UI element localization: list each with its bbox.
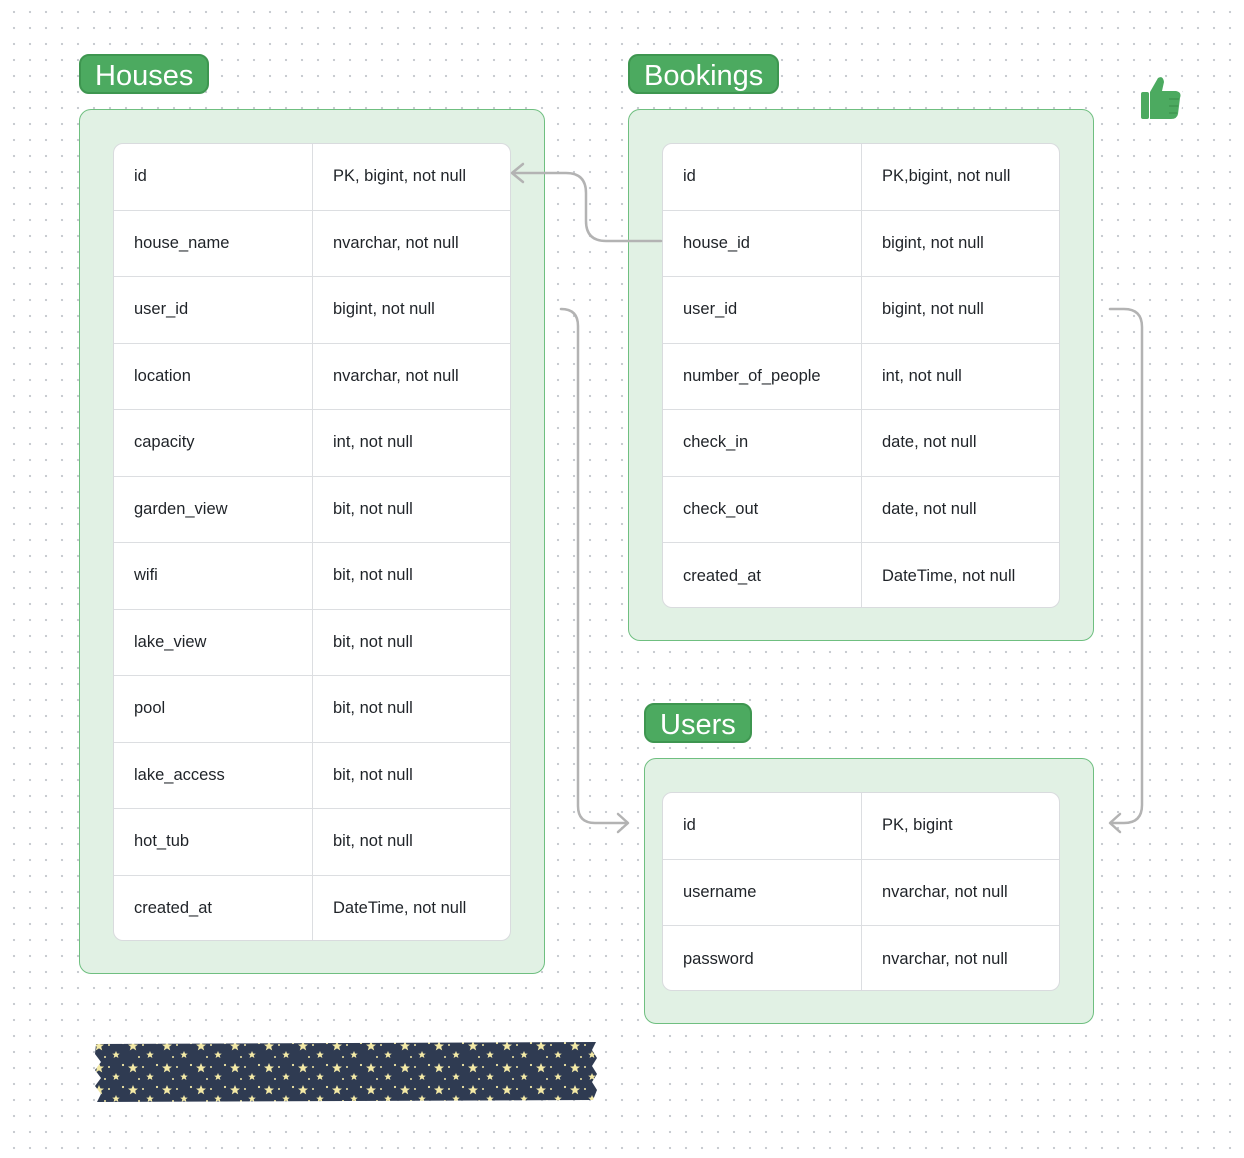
bookings-title: Bookings [628,54,780,94]
field-name: house_name [114,210,313,276]
field-name: user_id [114,277,313,343]
table-row: garden_view bit, not null [114,476,510,543]
table-row: wifi bit, not null [114,543,510,610]
field-type: nvarchar, not null [882,949,1008,968]
arrowhead-house-user [616,812,630,834]
table-row: location nvarchar, not null [114,343,510,410]
field-type: bit, not null [333,566,413,585]
field-name: id [663,793,862,859]
field-name: house_id [663,210,862,276]
table-row: capacity int, not null [114,410,510,477]
table-row: created_at DateTime, not null [114,875,510,940]
arrowhead-booking-user [1108,812,1122,834]
field-name: user_id [663,277,862,343]
bookings-table: id PK,bigint, not null house_id bigint, no… [662,143,1060,608]
field-type: DateTime, not null [882,566,1016,585]
field-type: bigint, not null [882,233,984,252]
field-name: number_of_people [663,343,862,409]
field-name: wifi [114,543,313,609]
field-name: lake_view [114,609,313,675]
users-title: Users [644,703,752,743]
table-row: username nvarchar, not null [663,859,1059,926]
field-type: PK, bigint, not null [333,167,466,186]
field-type: DateTime, not null [333,899,467,918]
field-name: lake_access [114,742,313,808]
field-name: username [663,859,862,925]
thumbs-up-icon [1138,74,1184,122]
field-name: check_out [663,476,862,542]
field-name: password [663,926,862,990]
field-name: location [114,343,313,409]
table-row: check_in date, not null [663,410,1059,477]
field-type: nvarchar, not null [333,233,459,252]
field-type: bit, not null [333,765,413,784]
star-tape-decoration [95,1042,597,1102]
field-name: pool [114,676,313,742]
field-name: capacity [114,410,313,476]
field-name: id [663,144,862,210]
field-type: bigint, not null [333,300,435,319]
field-name: garden_view [114,476,313,542]
field-type: bit, not null [333,699,413,718]
field-type: nvarchar, not null [882,882,1008,901]
field-name: check_in [663,410,862,476]
table-row: id PK, bigint, not null [114,144,510,211]
connector-house-user [559,307,629,825]
field-type: int, not null [882,366,962,385]
field-type: date, not null [882,499,977,518]
bookings-panel: id PK,bigint, not null house_id bigint, no… [628,109,1094,641]
table-row: house_id bigint, not null [663,210,1059,277]
table-row: password nvarchar, not null [663,926,1059,990]
field-type: bit, not null [333,632,413,651]
field-type: date, not null [882,433,977,452]
table-row: check_out date, not null [663,476,1059,543]
field-type: bit, not null [333,499,413,518]
field-name: hot_tub [114,809,313,875]
table-row: number_of_people int, not null [663,343,1059,410]
table-row: pool bit, not null [114,676,510,743]
field-type: nvarchar, not null [333,366,459,385]
field-type: bit, not null [333,832,413,851]
table-row: lake_view bit, not null [114,609,510,676]
field-type: PK,bigint, not null [882,167,1011,186]
field-type: int, not null [333,433,413,452]
field-type: bigint, not null [882,300,984,319]
field-name: created_at [663,543,862,607]
table-row: hot_tub bit, not null [114,809,510,876]
table-row: user_id bigint, not null [114,277,510,344]
houses-title: Houses [79,54,210,94]
field-type: PK, bigint [882,816,953,835]
table-row: id PK, bigint [663,793,1059,860]
table-row: created_at DateTime, not null [663,543,1059,607]
connector-booking-user [1108,307,1144,825]
table-row: id PK,bigint, not null [663,144,1059,211]
table-row: house_name nvarchar, not null [114,210,510,277]
field-name: created_at [114,875,313,940]
table-row: lake_access bit, not null [114,742,510,809]
table-row: user_id bigint, not null [663,277,1059,344]
field-name: id [114,144,313,210]
